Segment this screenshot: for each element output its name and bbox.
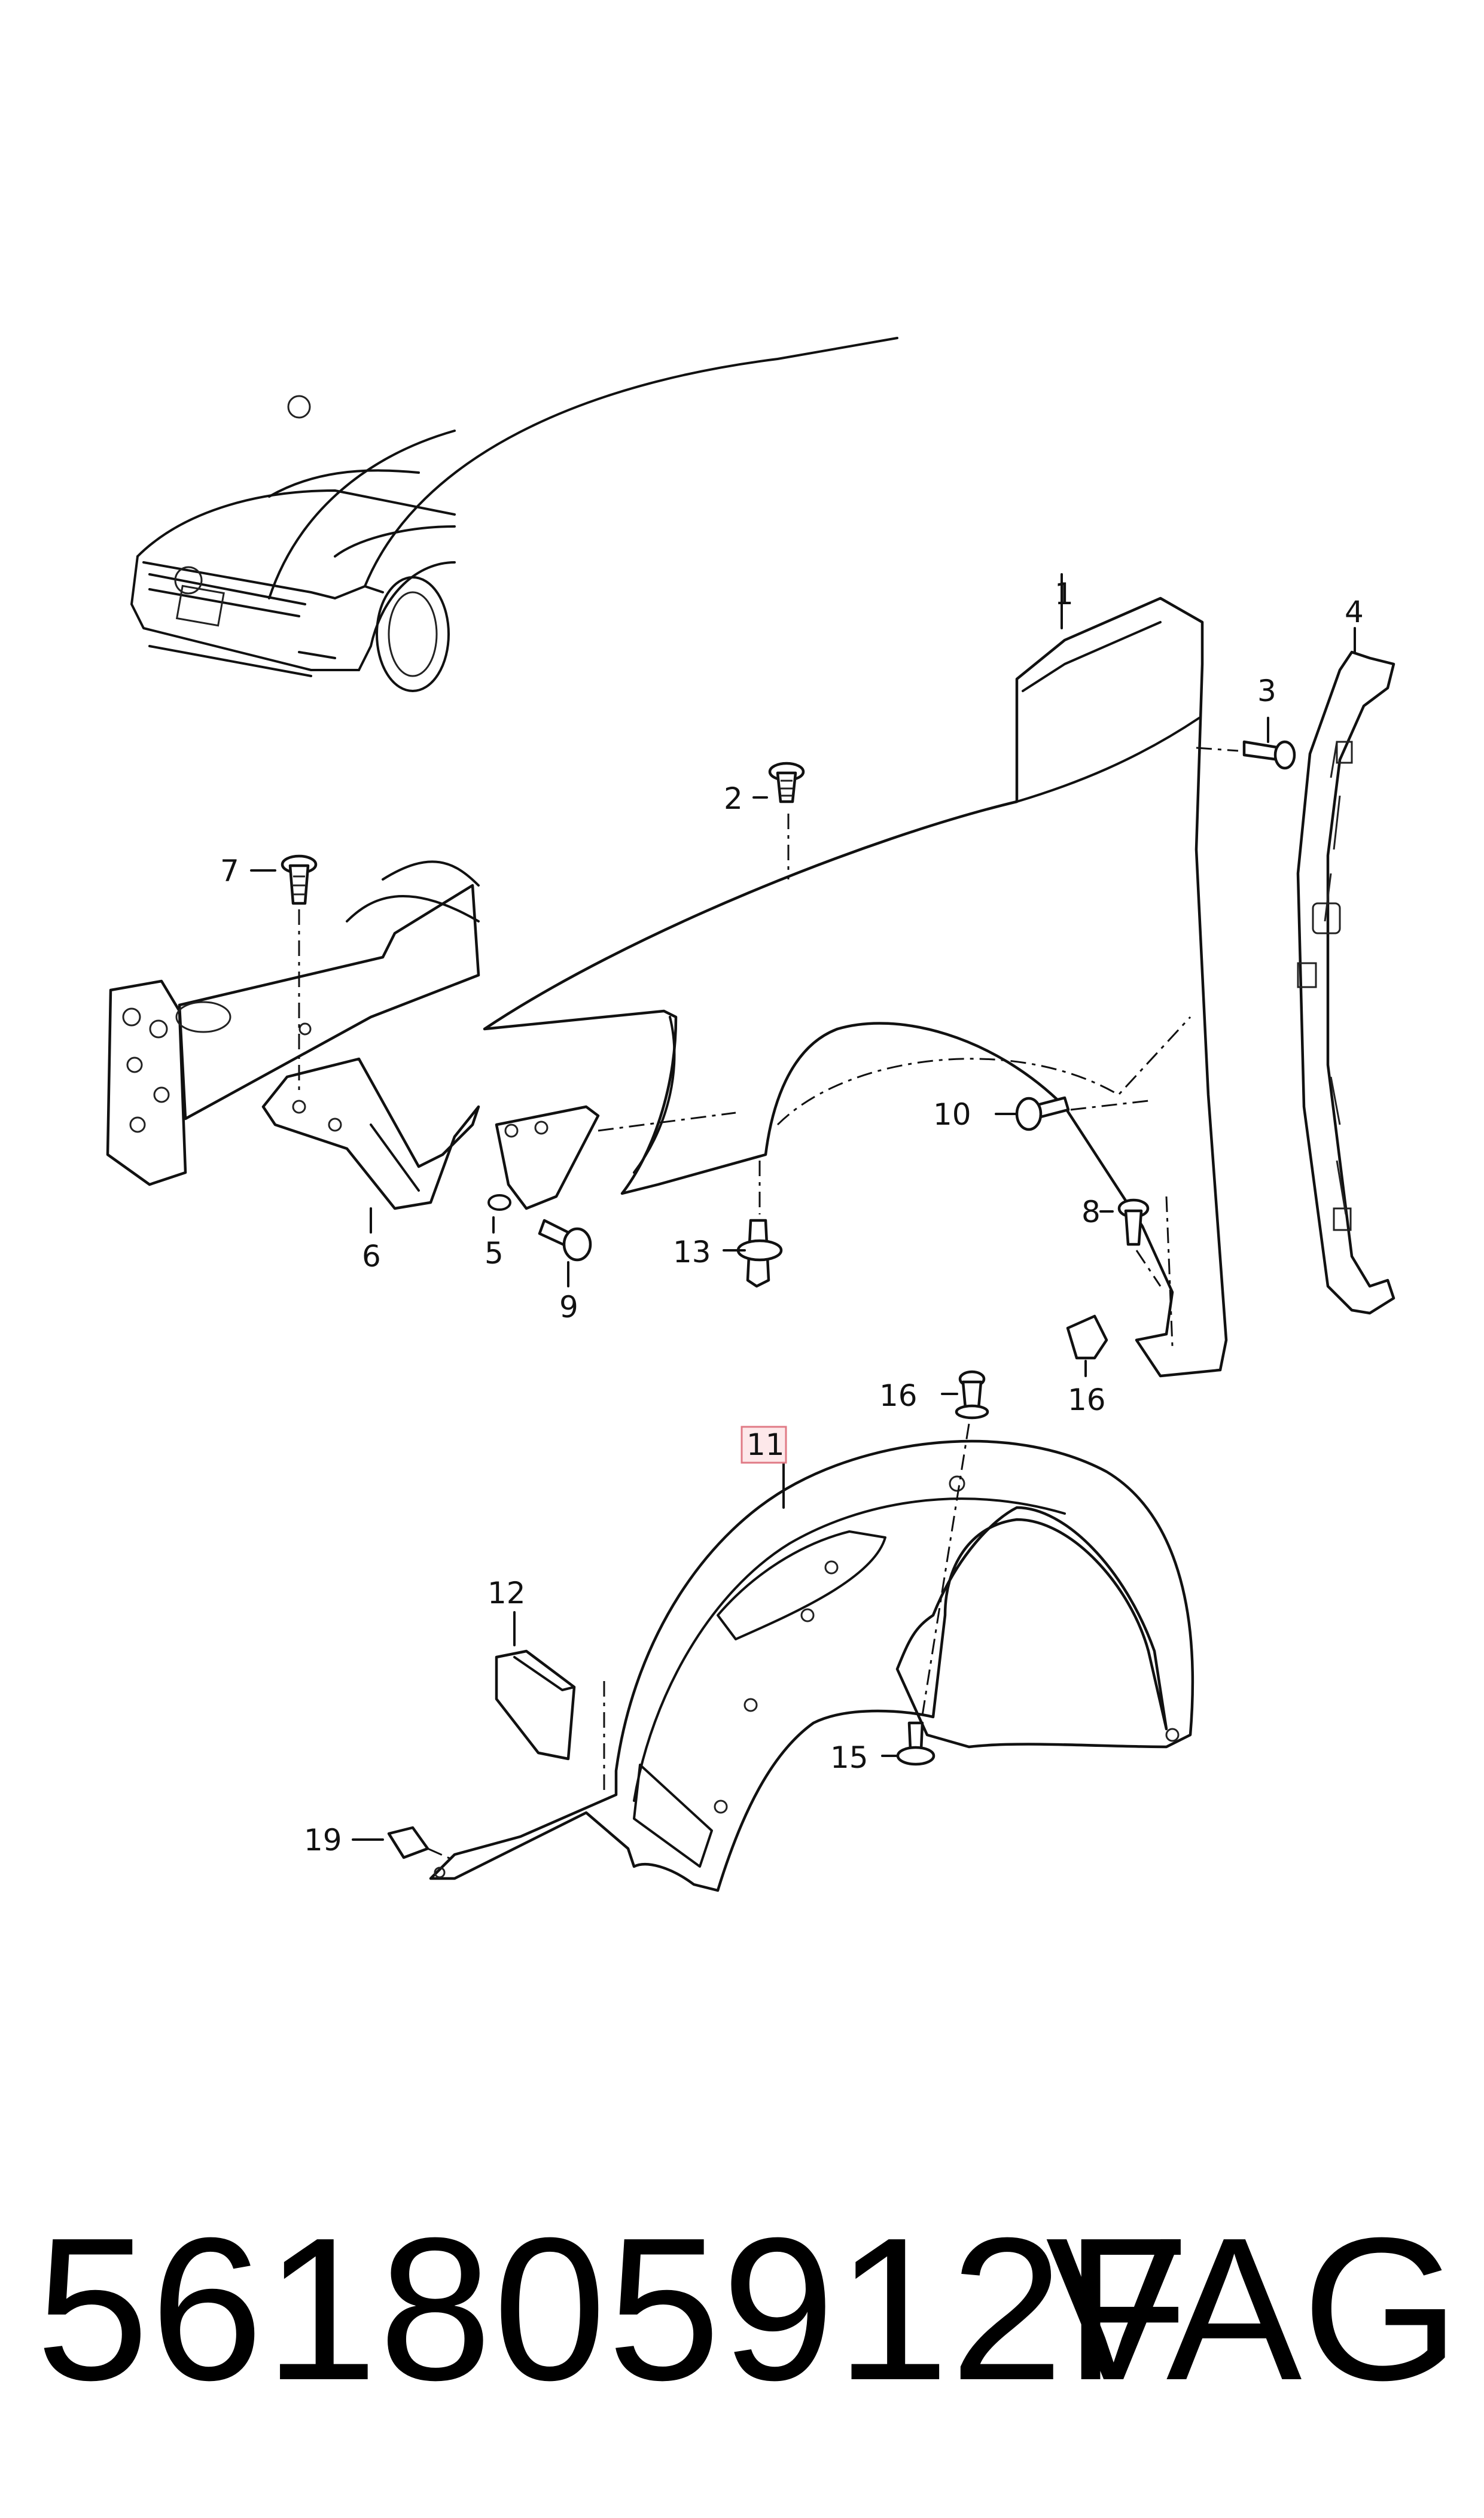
part-10-screw: [1015, 1096, 1070, 1131]
part-13-stud: [736, 1219, 783, 1288]
part-4-seal-strip: [1296, 650, 1395, 1315]
callout-1: 1: [1055, 577, 1074, 611]
callout-12: 12: [487, 1576, 526, 1610]
brand-label: VAG: [1046, 2196, 1460, 2423]
part-7-screw: [281, 854, 318, 905]
part-number: 561805912F: [36, 2196, 1190, 2423]
part-6-bracket: [261, 1057, 480, 1210]
part-12-foam-pad: [495, 1649, 576, 1761]
callout-10: 10: [933, 1097, 971, 1132]
part-9-screw: [538, 1219, 592, 1262]
callout-19: 19: [304, 1823, 342, 1858]
callout-15: 15: [830, 1740, 869, 1775]
callout-11-highlight: [741, 1426, 787, 1464]
callouts: 1 2 3 4 7 5 6 9 10 8 13 16 16 11 12 15 1…: [220, 577, 1364, 1858]
fasteners: [281, 740, 1296, 1859]
car-thumbnail: [130, 337, 898, 692]
callout-4: 4: [1345, 595, 1364, 629]
leader-lines: [250, 573, 1356, 1841]
part-11-wheel-arch-liner: [429, 1439, 1194, 1892]
assembly-lines: [298, 747, 1239, 1862]
part-5-bracket: [487, 1105, 600, 1211]
front-cross-member: [106, 860, 480, 1186]
callout-13: 13: [673, 1235, 711, 1269]
part-2-screw: [768, 762, 805, 803]
callout-8: 8: [1081, 1195, 1101, 1229]
callout-16b: 16: [1068, 1383, 1106, 1417]
part-3-screw: [1242, 740, 1296, 770]
callout-7: 7: [220, 854, 239, 888]
part-16-clip-b: [955, 1370, 989, 1420]
callout-9: 9: [559, 1290, 578, 1325]
part-16-clip-a: [1066, 1314, 1108, 1360]
part-8-screw: [1117, 1198, 1150, 1246]
callout-16a: 16: [879, 1378, 918, 1413]
part-19-clip: [387, 1826, 429, 1859]
part-15-screw: [896, 1721, 936, 1766]
part-1-fender: [483, 596, 1228, 1378]
callout-11: 11: [746, 1427, 785, 1462]
callout-3: 3: [1257, 674, 1276, 708]
callout-5: 5: [484, 1236, 504, 1271]
callout-6: 6: [362, 1239, 381, 1274]
callout-2: 2: [724, 781, 743, 816]
